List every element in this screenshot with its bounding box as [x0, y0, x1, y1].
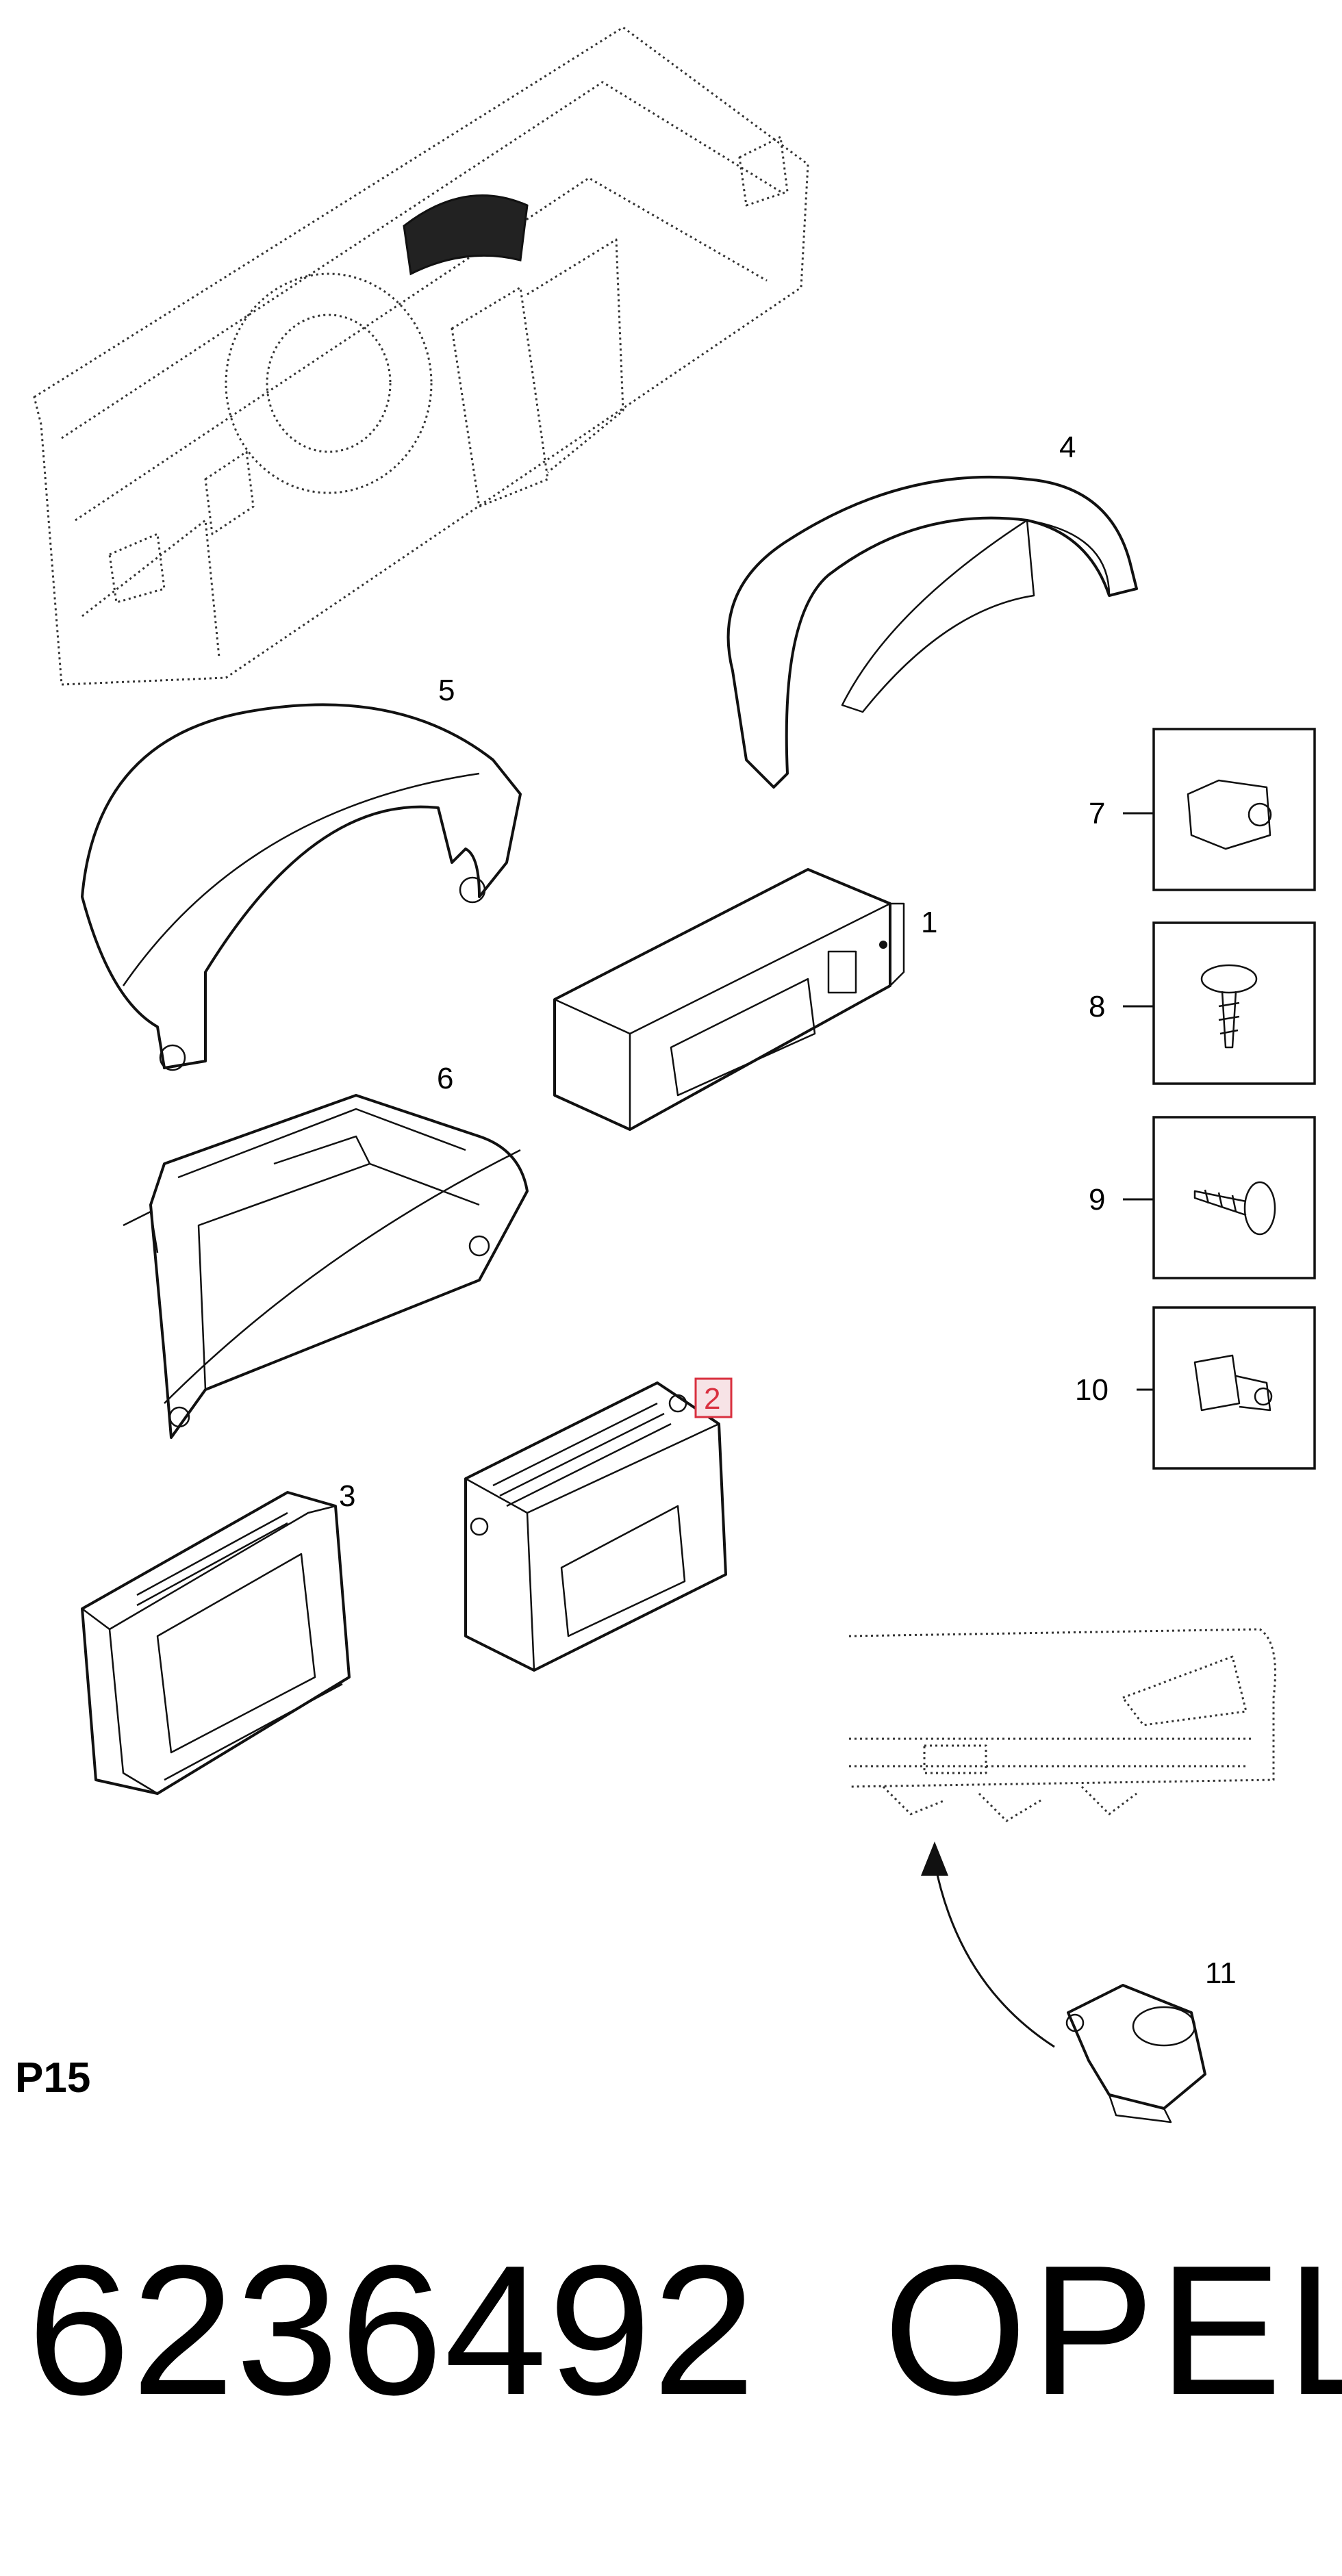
part-6-instrument-housing — [123, 1094, 529, 1439]
part-4-instrument-hood — [726, 475, 1138, 789]
part-5-bezel-cover — [81, 703, 522, 1071]
callout-6: 6 — [437, 1062, 453, 1095]
highlight-box-2 — [694, 1377, 733, 1418]
callout-4: 4 — [1059, 431, 1076, 464]
part-11-sensor — [1065, 1984, 1206, 2124]
callout-8: 8 — [1089, 990, 1105, 1023]
callout-9: 9 — [1089, 1183, 1105, 1216]
part-8-screw — [1152, 921, 1316, 1085]
callout-11: 11 — [1205, 1956, 1237, 1990]
part-number: 6236492 — [27, 2228, 757, 2434]
part-7-clip — [1152, 728, 1316, 891]
callout-1: 1 — [921, 906, 937, 939]
part-10-bulb-holder — [1152, 1306, 1316, 1470]
page-code: P15 — [15, 2054, 91, 2102]
part-2-control-module — [464, 1381, 727, 1672]
part-3-instrument-cluster — [81, 1491, 351, 1795]
dashboard-context — [33, 26, 809, 686]
arrow-to-rear-location — [921, 1841, 1055, 2048]
part-9-screw — [1152, 1116, 1316, 1279]
callout-3: 3 — [339, 1479, 355, 1513]
brand-name: OPEL — [883, 2228, 1342, 2434]
part-1-display-unit — [553, 868, 905, 1131]
callout-2: 2 — [704, 1382, 720, 1416]
callout-7: 7 — [1089, 797, 1105, 830]
callout-10: 10 — [1075, 1373, 1109, 1407]
callout-5: 5 — [438, 674, 455, 707]
rear-vehicle-context — [848, 1628, 1276, 1822]
